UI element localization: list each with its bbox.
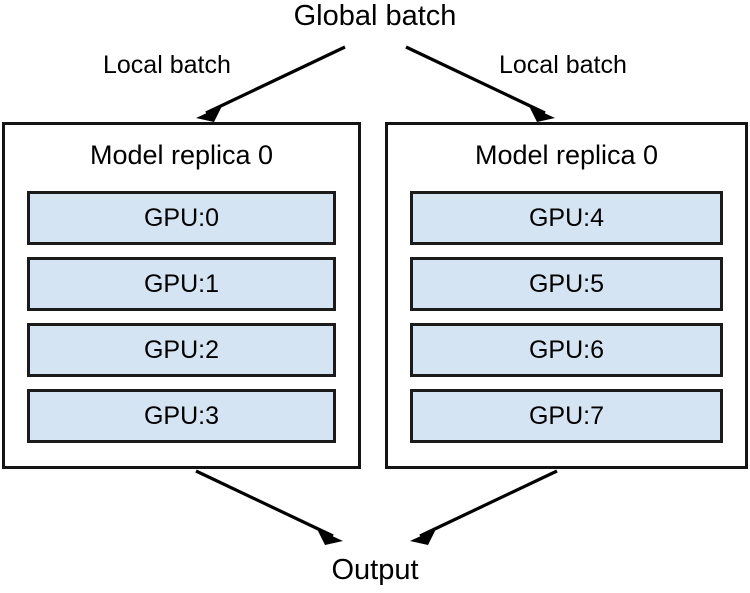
gpu-box: GPU:7 <box>410 389 723 443</box>
gpu-box: GPU:2 <box>27 323 336 377</box>
model-replica-box-right: Model replica 0 GPU:4 GPU:5 GPU:6 GPU:7 <box>385 122 748 469</box>
model-replica-title-right: Model replica 0 <box>474 140 659 170</box>
gpu-list-left: GPU:0 GPU:1 GPU:2 GPU:3 <box>27 191 336 443</box>
model-replica-box-left: Model replica 0 GPU:0 GPU:1 GPU:2 GPU:3 <box>2 122 361 469</box>
gpu-box: GPU:5 <box>410 257 723 311</box>
gpu-box: GPU:3 <box>27 389 336 443</box>
global-batch-title: Global batch <box>293 0 457 32</box>
gpu-box: GPU:0 <box>27 191 336 245</box>
gpu-list-right: GPU:4 GPU:5 GPU:6 GPU:7 <box>410 191 723 443</box>
output-label: Output <box>331 554 419 586</box>
gpu-box: GPU:4 <box>410 191 723 245</box>
arrow-right-replica-to-output <box>410 469 558 545</box>
local-batch-label-right: Local batch <box>499 51 627 79</box>
local-batch-label-left: Local batch <box>103 51 231 79</box>
model-replica-title-left: Model replica 0 <box>89 140 274 170</box>
gpu-box: GPU:6 <box>410 323 723 377</box>
arrow-left-replica-to-output <box>195 469 343 545</box>
gpu-box: GPU:1 <box>27 257 336 311</box>
